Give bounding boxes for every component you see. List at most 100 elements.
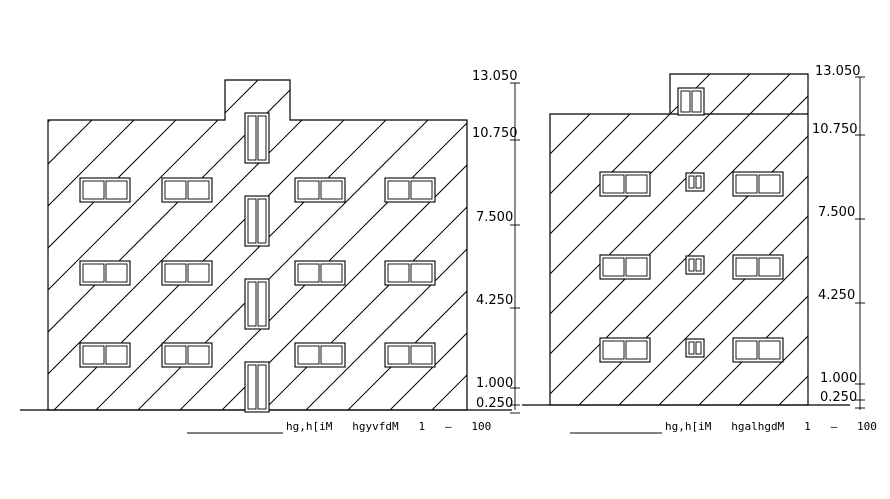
right-level-4250: 4.250 bbox=[818, 288, 855, 303]
window-pane bbox=[387, 345, 410, 365]
window-pane bbox=[735, 340, 758, 360]
window-pane bbox=[187, 180, 210, 200]
hatch-line bbox=[516, 80, 846, 410]
right-level-7500: 7.500 bbox=[818, 205, 855, 220]
hatch-line bbox=[658, 74, 808, 405]
right-windows bbox=[599, 87, 784, 363]
window-horizontal bbox=[732, 171, 784, 197]
hatch-line bbox=[550, 74, 711, 405]
window-pane bbox=[695, 341, 702, 355]
window-horizontal bbox=[599, 337, 651, 363]
window-horizontal bbox=[294, 260, 346, 286]
window-pane bbox=[257, 281, 267, 327]
left-level-7500: 7.500 bbox=[476, 210, 513, 225]
window-pane bbox=[164, 345, 187, 365]
window-pane bbox=[387, 180, 410, 200]
hatch-line bbox=[550, 74, 808, 405]
window-pane bbox=[247, 364, 257, 410]
left-elevation: 13.050 10.750 7.500 4.250 1.000 0.250 hg… bbox=[20, 69, 890, 434]
left-caption: hg,h[iM hgyvfdM 1 — 100 bbox=[286, 420, 491, 433]
window-vertical bbox=[685, 338, 705, 358]
right-elevation: 13.050 10.750 7.500 4.250 1.000 0.250 hg… bbox=[522, 64, 877, 434]
right-level-10750: 10.750 bbox=[812, 122, 858, 137]
window-pane bbox=[297, 263, 320, 283]
left-level-0250: 0.250 bbox=[476, 396, 513, 411]
window-pane bbox=[187, 345, 210, 365]
window-pane bbox=[625, 340, 648, 360]
window-horizontal bbox=[79, 260, 131, 286]
window-horizontal bbox=[79, 177, 131, 203]
window-pane bbox=[410, 180, 433, 200]
left-level-13050: 13.050 bbox=[472, 69, 518, 84]
window-pane bbox=[257, 198, 267, 244]
hatch-line bbox=[550, 74, 671, 405]
hatch-line bbox=[48, 80, 49, 410]
window-pane bbox=[164, 180, 187, 200]
window-pane bbox=[758, 174, 781, 194]
window-pane bbox=[688, 341, 695, 355]
window-horizontal bbox=[384, 177, 436, 203]
right-level-13050: 13.050 bbox=[815, 64, 861, 79]
window-pane bbox=[187, 263, 210, 283]
hatch-line bbox=[550, 74, 631, 405]
window-pane bbox=[82, 180, 105, 200]
window-pane bbox=[247, 198, 257, 244]
window-horizontal bbox=[732, 254, 784, 280]
window-pane bbox=[758, 340, 781, 360]
hatch-line bbox=[618, 74, 808, 405]
window-horizontal bbox=[161, 177, 213, 203]
window-pane bbox=[82, 345, 105, 365]
window-horizontal bbox=[384, 260, 436, 286]
right-wall-hatch bbox=[550, 74, 808, 405]
window-pane bbox=[625, 174, 648, 194]
window-pane bbox=[691, 90, 702, 113]
right-level-dimensions: 13.050 10.750 7.500 4.250 1.000 0.250 bbox=[812, 64, 865, 410]
window-pane bbox=[257, 364, 267, 410]
window-pane bbox=[688, 258, 695, 272]
hatch-line bbox=[684, 80, 890, 410]
window-pane bbox=[105, 180, 128, 200]
window-pane bbox=[758, 257, 781, 277]
window-horizontal bbox=[732, 337, 784, 363]
window-pane bbox=[82, 263, 105, 283]
hatch-line bbox=[550, 74, 751, 405]
window-pane bbox=[105, 263, 128, 283]
hatch-line bbox=[698, 74, 808, 405]
window-pane bbox=[625, 257, 648, 277]
hatch-line bbox=[389, 80, 467, 410]
hatch-line bbox=[550, 74, 808, 405]
window-pane bbox=[602, 257, 625, 277]
hatch-line bbox=[48, 80, 343, 410]
window-pane bbox=[735, 174, 758, 194]
window-pane bbox=[602, 174, 625, 194]
window-pane bbox=[602, 340, 625, 360]
window-pane bbox=[320, 345, 343, 365]
window-vertical bbox=[244, 195, 270, 247]
window-pane bbox=[320, 180, 343, 200]
right-level-1000: 1.000 bbox=[820, 371, 857, 386]
window-horizontal bbox=[161, 342, 213, 368]
window-horizontal bbox=[79, 342, 131, 368]
hatch-line bbox=[179, 80, 467, 410]
window-horizontal bbox=[294, 177, 346, 203]
hatch-line bbox=[48, 80, 91, 410]
window-horizontal bbox=[384, 342, 436, 368]
window-pane bbox=[320, 263, 343, 283]
hatch-line bbox=[305, 80, 467, 410]
hatch-line bbox=[48, 80, 217, 410]
window-pane bbox=[257, 115, 267, 161]
window-pane bbox=[410, 345, 433, 365]
left-building-outline bbox=[47, 79, 468, 411]
window-pane bbox=[735, 257, 758, 277]
window-pane bbox=[105, 345, 128, 365]
window-vertical bbox=[685, 255, 705, 275]
window-pane bbox=[695, 258, 702, 272]
right-level-0250: 0.250 bbox=[820, 390, 857, 405]
right-caption: hg,h[iM hgalhgdM 1 — 100 bbox=[665, 420, 877, 433]
left-level-dimensions: 13.050 10.750 7.500 4.250 1.000 0.250 bbox=[472, 69, 520, 414]
window-pane bbox=[297, 180, 320, 200]
window-pane bbox=[695, 175, 702, 189]
left-level-4250: 4.250 bbox=[476, 293, 513, 308]
window-horizontal bbox=[294, 342, 346, 368]
